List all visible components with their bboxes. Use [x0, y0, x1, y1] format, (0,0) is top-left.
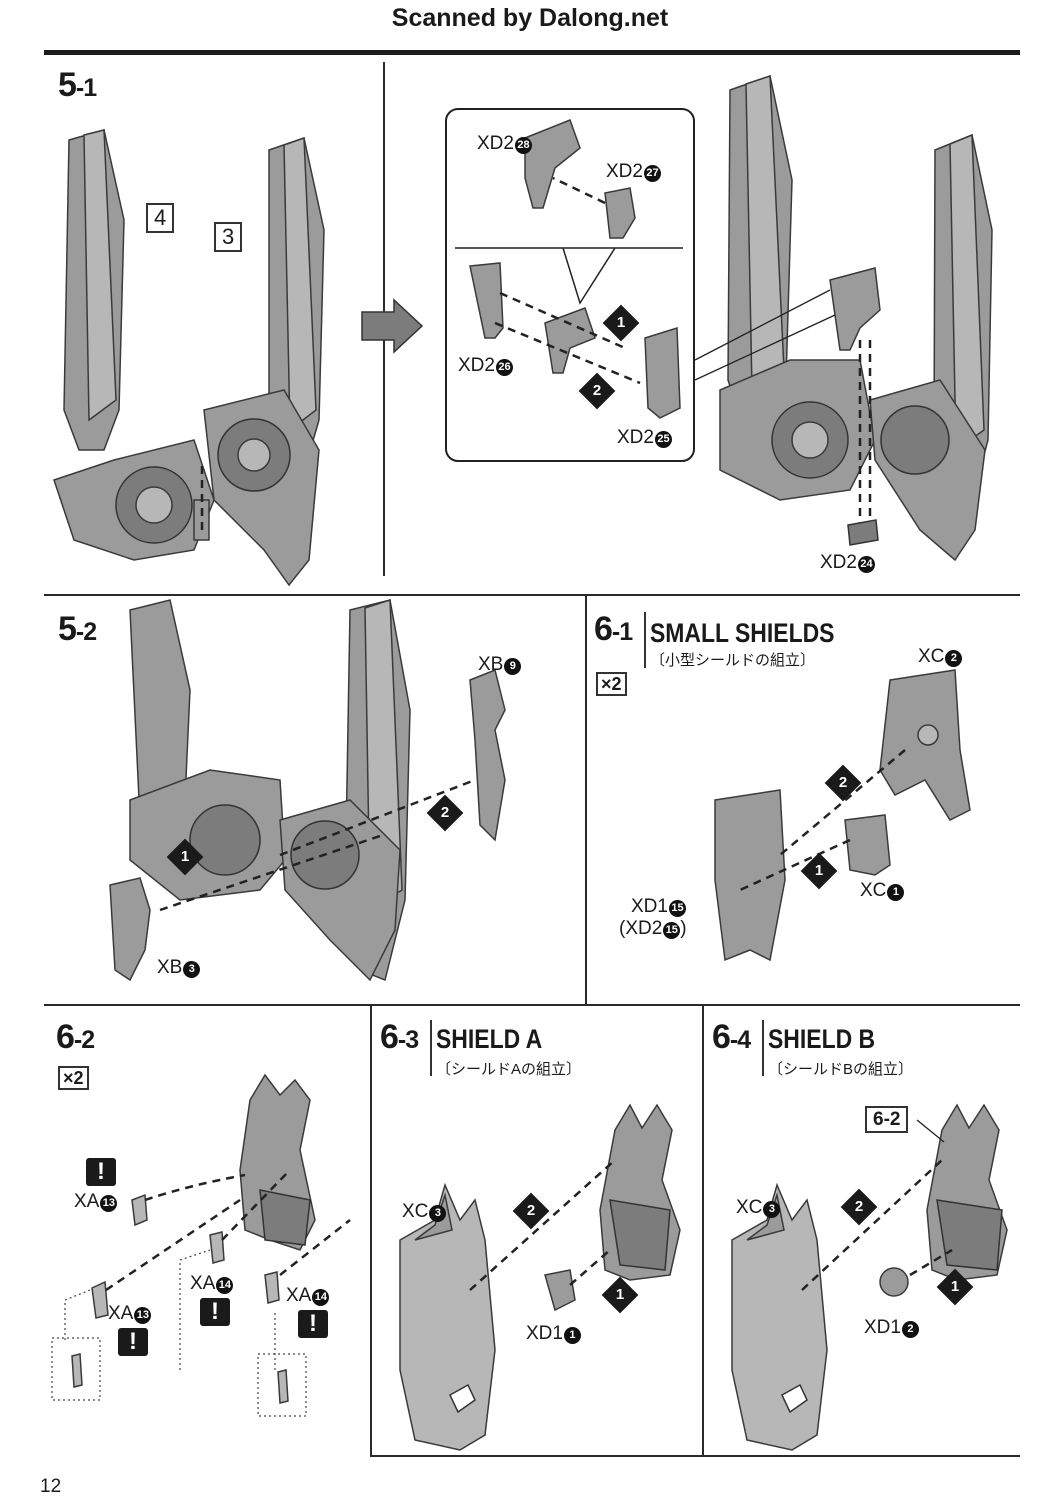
scan-credit: Scanned by Dalong.net [391, 4, 669, 32]
step-6-3-separator [430, 1020, 432, 1076]
step-6-1-separator [644, 612, 646, 668]
step-5-1-right-illustration [694, 74, 993, 562]
step-6-4-reference-box: 6-2 [865, 1106, 909, 1133]
step-5-2-number: 5-2 [58, 610, 97, 648]
step-5-1-left-illustration [53, 129, 325, 587]
step-5-1-flow-arrow [361, 298, 424, 354]
step-5-2-order-2: 2 [426, 794, 464, 832]
step-6-4-separator [762, 1020, 764, 1076]
step-6-2-multiplier: ×2 [58, 1066, 89, 1090]
divider-row-2 [44, 1004, 1020, 1006]
step-6-4-number: 6-4 [712, 1018, 751, 1056]
header-rule [44, 50, 1020, 55]
warning-icon: ! [200, 1298, 230, 1326]
divider-6-2 [370, 1006, 372, 1456]
step-5-1-box-3: 3 [214, 222, 243, 252]
step-6-1-illustration [714, 669, 971, 962]
divider-row-1 [44, 594, 1020, 596]
divider-5-2 [585, 596, 587, 1004]
step-5-1-box-4: 4 [146, 203, 175, 233]
warning-icon: ! [118, 1328, 148, 1356]
step-6-2-illustration [51, 1073, 351, 1417]
step-6-4-subtitle: 〔シールドBの組立〕 [768, 1061, 914, 1078]
warning-icon: ! [86, 1158, 116, 1186]
step-5-1-number: 5-1 [58, 66, 97, 104]
step-6-3-order-1: 1 [601, 1276, 639, 1314]
step-6-2-number: 6-2 [56, 1018, 95, 1056]
step-6-1-multiplier: ×2 [596, 672, 627, 696]
step-6-4-title: SHIELD B [768, 1024, 876, 1054]
step-6-3-number: 6-3 [380, 1018, 419, 1056]
divider-bottom [370, 1455, 1020, 1457]
step-6-1-order-2: 2 [824, 764, 862, 802]
step-6-3-order-2: 2 [512, 1192, 550, 1230]
step-5-2-illustration [109, 598, 506, 982]
step-5-2-order-1: 1 [166, 838, 204, 876]
page-number: 12 [40, 1476, 62, 1497]
step-6-1-title: SMALL SHIELDS [650, 618, 835, 648]
step-5-1-order-2: 2 [578, 372, 616, 410]
divider-6-3 [702, 1006, 704, 1456]
step-6-3-title: SHIELD A [436, 1024, 543, 1054]
step-5-1-detail-frame [445, 108, 695, 462]
step-6-3-subtitle: 〔シールドAの組立〕 [436, 1061, 582, 1078]
warning-icon: ! [298, 1310, 328, 1338]
step-6-1-order-1: 1 [800, 852, 838, 890]
step-5-1-order-1: 1 [602, 304, 640, 342]
step-6-3-illustration [399, 1103, 681, 1451]
page-header: Scanned by Dalong.net [0, 0, 1060, 40]
step-6-1-number: 6-1 [594, 610, 633, 648]
step-6-4-order-2: 2 [840, 1188, 878, 1226]
step-6-4-order-1: 1 [936, 1268, 974, 1306]
step-6-1-subtitle: 〔小型シールドの組立〕 [650, 652, 816, 669]
step-6-4-illustration [731, 1103, 1008, 1451]
